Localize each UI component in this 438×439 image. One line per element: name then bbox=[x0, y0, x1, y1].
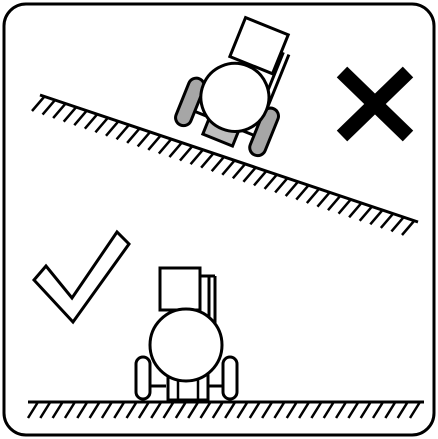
machine-body-circle bbox=[150, 309, 222, 381]
machine-right-wheel bbox=[223, 357, 237, 399]
machine-seat-box bbox=[160, 268, 200, 310]
machine-left-wheel bbox=[136, 357, 150, 399]
